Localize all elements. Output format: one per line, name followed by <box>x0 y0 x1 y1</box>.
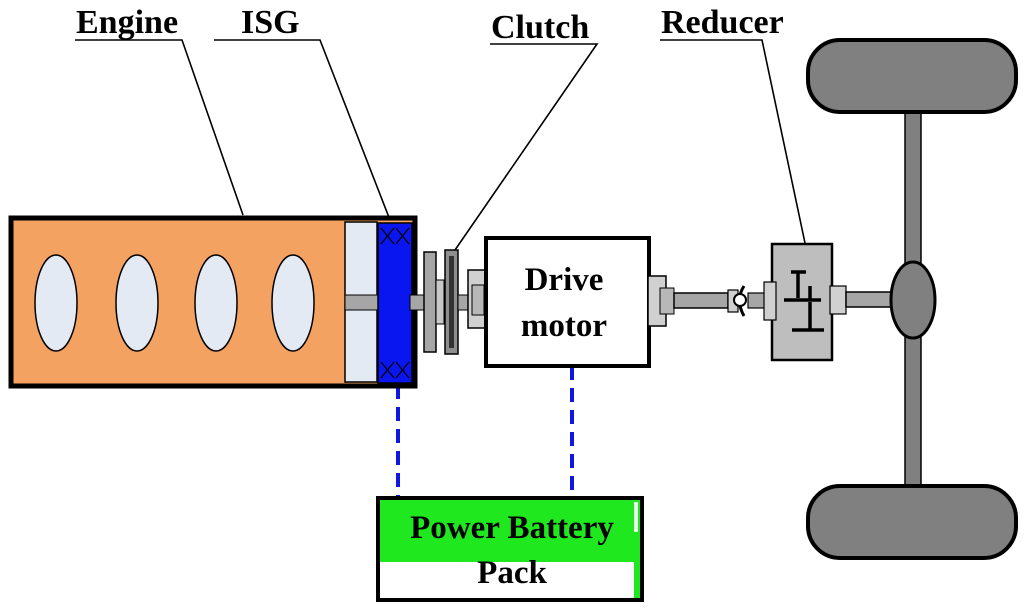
cylinder-2 <box>115 254 159 352</box>
battery-label-line2: Pack <box>477 555 547 591</box>
reducer-label: Reducer <box>661 4 784 41</box>
axle-lower <box>904 329 922 493</box>
battery-outline <box>376 496 644 602</box>
isg-leader <box>214 39 391 221</box>
drive-motor-label-line2: motor <box>521 308 607 344</box>
isg-rotor <box>377 222 413 384</box>
isg <box>377 222 427 384</box>
reducer <box>763 242 847 362</box>
drive-motor-label-line1: Drive <box>525 262 604 298</box>
motor-output-shaft <box>673 292 729 309</box>
cylinder-1 <box>34 254 78 352</box>
drive-motor: Drive motor <box>467 236 675 368</box>
motor-left-flange-inner <box>471 284 485 316</box>
battery-white-gap <box>634 502 638 532</box>
engine-label: Engine <box>76 4 178 41</box>
reducer-left-cap <box>763 281 777 321</box>
isg-winding-marks <box>380 227 410 379</box>
reducer-housing <box>770 242 834 362</box>
output-shaft <box>673 285 775 317</box>
engine <box>8 215 418 389</box>
clutch-hub <box>435 279 445 325</box>
drive-motor-body <box>484 236 651 368</box>
battery-label-line1: Power Battery <box>410 510 614 546</box>
electrical-wires <box>396 366 574 498</box>
engine-crankshaft <box>344 294 380 311</box>
clutch-friction-pad <box>449 256 454 348</box>
clutch-leader <box>454 43 599 251</box>
battery-green-band <box>378 498 642 562</box>
wheel-top <box>806 38 1018 114</box>
motor-right-flange-inner <box>659 287 675 315</box>
engine-leader <box>75 39 244 216</box>
universal-joint-pin <box>733 293 747 307</box>
isg-label: ISG <box>241 4 300 41</box>
clutch <box>423 249 471 355</box>
axle-upper <box>904 111 922 273</box>
reducer-right-cap <box>829 285 847 315</box>
propeller-shaft <box>845 291 895 308</box>
axle-assembly <box>806 38 1018 560</box>
differential <box>889 260 937 340</box>
power-battery-pack: Power Battery Pack <box>376 496 644 602</box>
clutch-label: Clutch <box>491 9 589 46</box>
leader-lines <box>75 39 806 251</box>
reducer-leader <box>660 39 806 244</box>
clutch-plate-left <box>423 251 437 353</box>
cylinder-3 <box>194 254 238 352</box>
reducer-gears <box>784 270 824 332</box>
cylinder-4 <box>271 254 315 352</box>
wheel-bottom <box>806 484 1018 560</box>
battery-green-edge <box>634 562 642 598</box>
